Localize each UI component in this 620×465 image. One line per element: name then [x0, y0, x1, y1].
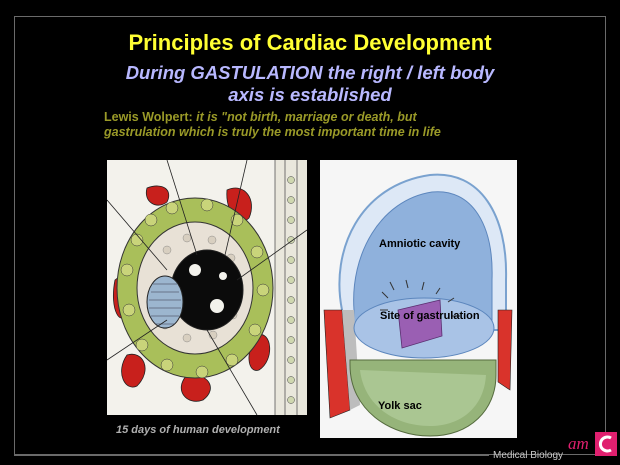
histology-svg: [107, 160, 307, 415]
quote-line-2: gastrulation which is truly the most imp…: [104, 125, 524, 140]
subtitle-line-2: axis is established: [60, 84, 560, 106]
label-site-of-gastrulation: Site of gastrulation: [380, 310, 480, 322]
gastrulation-diagram: Amniotic cavity Site of gastrulation Yol…: [320, 160, 517, 438]
slide-subtitle: During GASTULATION the right / left body…: [60, 62, 560, 106]
quote-line-1: it is "not birth, marriage or death, but: [193, 110, 417, 124]
histology-drawing: [107, 160, 307, 415]
image-caption: 15 days of human development: [116, 424, 280, 436]
quote: Lewis Wolpert: it is "not birth, marriag…: [104, 110, 524, 140]
footer-divider: [14, 455, 489, 456]
footer-label: Medical Biology: [493, 450, 563, 461]
slide-title: Principles of Cardiac Development: [0, 30, 620, 56]
logo-text: am: [568, 434, 589, 454]
label-amniotic-cavity: Amniotic cavity: [379, 238, 460, 250]
logo-box: [595, 432, 617, 456]
subtitle-line-1: During GASTULATION the right / left body: [60, 62, 560, 84]
label-yolk-sac: Yolk sac: [378, 400, 422, 412]
logo-c-icon: [595, 432, 617, 456]
quote-author: Lewis Wolpert:: [104, 110, 193, 124]
amc-logo: am: [568, 432, 620, 462]
gastrulation-svg: [320, 160, 517, 438]
